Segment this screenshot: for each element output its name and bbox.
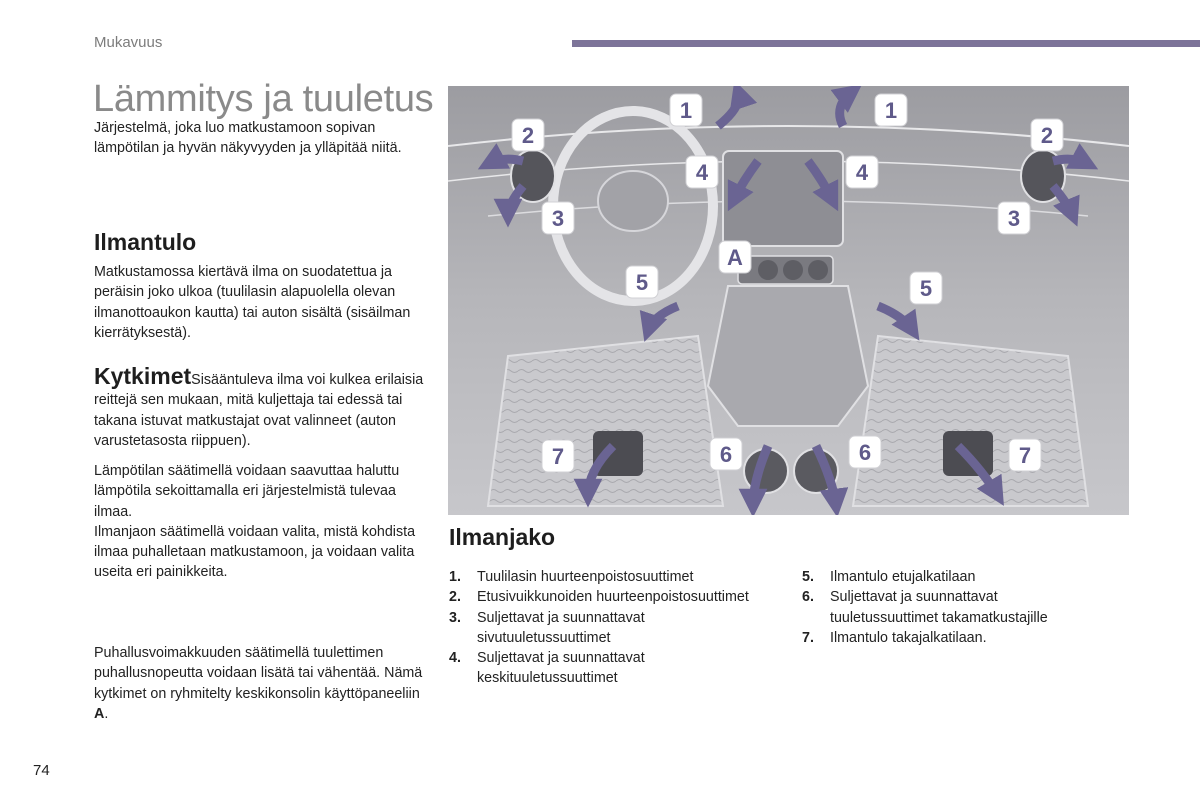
badge-a: A [718,240,752,274]
page-number: 74 [33,762,50,779]
puhallus-text: Puhallusvoimakkuuden säätimellä tuuletti… [94,645,423,702]
svg-text:2: 2 [1041,123,1053,148]
airflow-arrows [477,80,1099,518]
svg-text:1: 1 [885,98,897,123]
badge-4-left: 4 [685,155,719,189]
svg-text:4: 4 [696,160,709,185]
ilmanjako-saadin-text: Ilmanjaon säätimellä voidaan valita, mis… [94,523,416,581]
svg-text:1: 1 [680,98,692,123]
badge-5-right: 5 [909,271,943,305]
lampotila-text: Lämpötilan säätimellä voidaan saavuttaa … [94,463,400,520]
panel-ref: A [94,705,105,722]
badge-7-right: 7 [1008,438,1042,472]
puhallus-paragraph: Puhallusvoimakkuuden säätimellä tuuletti… [94,643,424,724]
badge-7-left: 7 [541,439,575,473]
list-item: 2.Etusivuikkunoiden huurteenpoistosuutti… [449,589,749,606]
badge-6-left: 6 [709,437,743,471]
svg-text:A: A [727,245,743,270]
svg-text:7: 7 [1019,443,1031,468]
list-item: 6.Suljettavat ja suunnattavat tuuletussu… [802,589,1048,626]
badge-2-right: 2 [1030,118,1064,152]
heading-ilmanjako: Ilmanjako [449,524,556,550]
badge-3-right: 3 [997,201,1031,235]
svg-text:7: 7 [552,444,564,469]
section-label: Mukavuus [94,34,163,51]
svg-text:3: 3 [1008,206,1020,231]
svg-text:4: 4 [856,160,869,185]
badge-5-left: 5 [625,265,659,299]
ilmantulo-text: Matkustamossa kiertävä ilma on suodatett… [94,264,411,341]
heading-kytkimet: Kytkimet [94,363,192,389]
list-item: 3.Suljettavat ja suunnattavat sivutuulet… [449,609,645,646]
intro-text: Järjestelmä, joka luo matkustamoon sopiv… [94,120,402,157]
list-item: 1.Tuulilasin huurteenpoistosuuttimet [449,569,694,585]
dashboard-illustration: 1 1 2 2 3 3 4 4 A 5 5 6 6 7 7 [447,80,1130,518]
controls-text: Lämpötilan säätimellä voidaan saavuttaa … [94,461,424,583]
kytkimet-text: Sisääntuleva ilma voi kulkea erilaisia r… [94,372,424,449]
ilmanjako-list-left: 1.Tuulilasin huurteenpoistosuuttimet 2.E… [449,567,789,689]
badge-3-left: 3 [541,201,575,235]
badge-6-right: 6 [848,435,882,469]
svg-text:6: 6 [859,440,871,465]
svg-text:5: 5 [636,270,648,295]
svg-text:3: 3 [552,206,564,231]
ilmanjako-list-right: 5.Ilmantulo etujalkatilaan 6.Suljettavat… [802,567,1102,648]
list-item: 7.Ilmantulo takajalkatilaan. [802,629,987,646]
svg-text:6: 6 [720,442,732,467]
heading-ilmantulo: Ilmantulo [94,229,197,255]
kytkimet-block: KytkimetSisääntuleva ilma voi kulkea eri… [94,363,424,451]
page-title: Lämmitys ja tuuletus [93,78,434,120]
list-item: 5.Ilmantulo etujalkatilaan [802,569,976,585]
list-item: 4.Suljettavat ja suunnattavat keskituule… [449,650,645,687]
svg-text:2: 2 [522,123,534,148]
badge-4-right: 4 [845,155,879,189]
badge-1-left: 1 [669,93,703,127]
header-accent-bar [572,40,1200,47]
badge-1-right: 1 [874,93,908,127]
puhallus-end: . [104,705,109,722]
badge-2-left: 2 [511,118,545,152]
svg-text:5: 5 [920,276,932,301]
dashboard-drawing: 1 1 2 2 3 3 4 4 A 5 5 6 6 7 7 [447,80,1130,518]
